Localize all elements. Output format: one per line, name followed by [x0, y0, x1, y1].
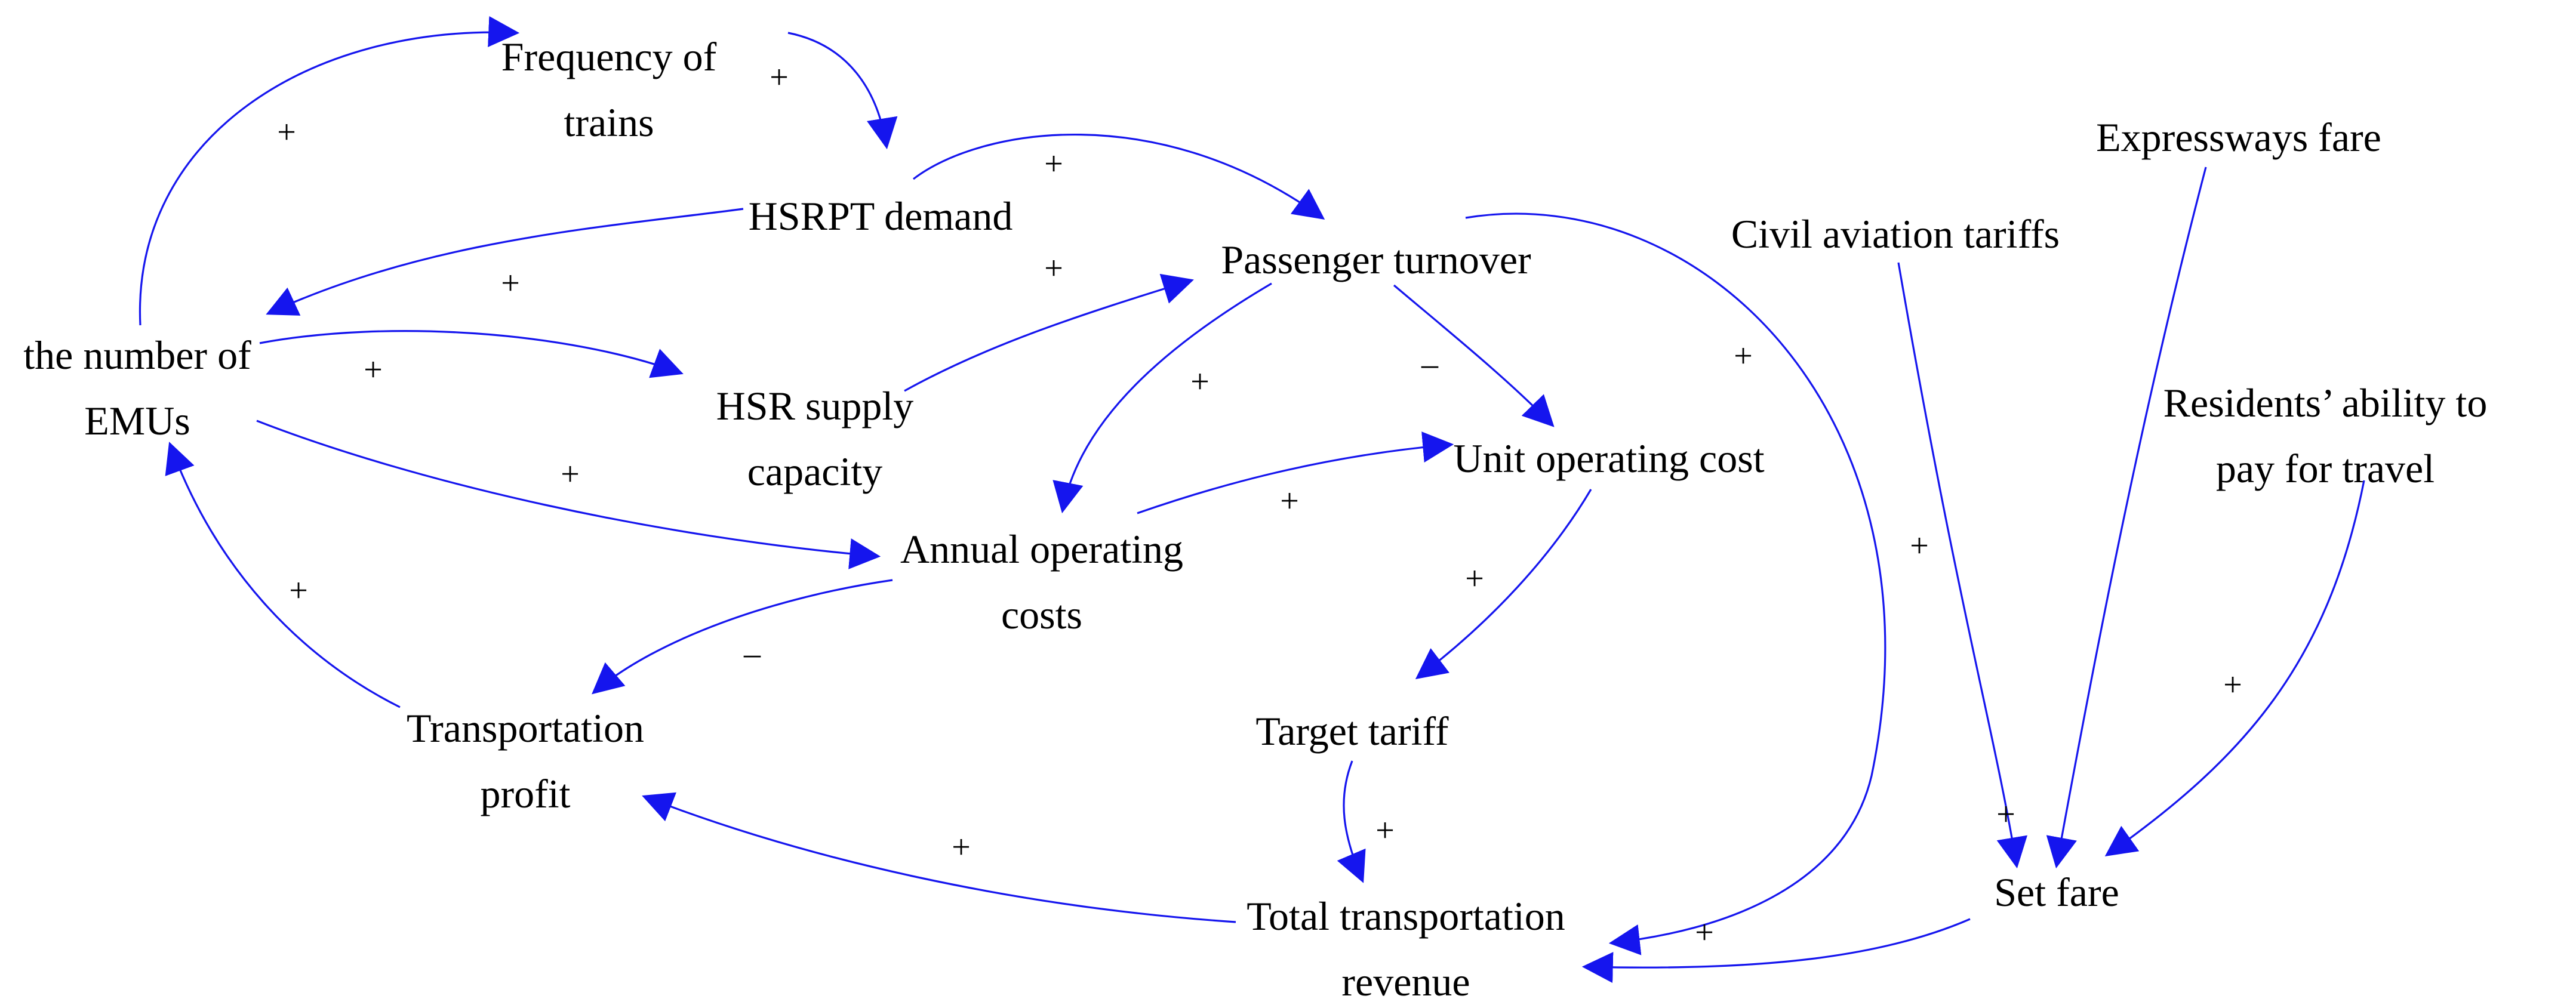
causal-links	[139, 16, 2365, 983]
variable-setfare: Set fare	[1994, 870, 2119, 915]
link-unitcost-to-target	[1415, 489, 1592, 680]
variable-label: profit	[480, 771, 570, 816]
variable-label: Residents’ ability to	[2163, 380, 2488, 426]
link-turnover-to-unitcost	[1393, 284, 1555, 427]
polarity-turnover-to-revenue: +	[1734, 338, 1753, 375]
polarity-residents-to-setfare: +	[2223, 667, 2242, 704]
polarity-annual-to-profit: –	[743, 635, 761, 672]
link-expressway-to-setfare	[2046, 167, 2207, 869]
variable-label: the number of	[23, 332, 251, 378]
link-emus-to-frequency	[139, 16, 520, 326]
link-target-to-revenue	[1337, 760, 1366, 883]
polarity-capacity-to-turnover: +	[1044, 250, 1063, 287]
variable-turnover: Passenger turnover	[1221, 237, 1531, 282]
link-turnover-to-revenue	[1465, 212, 1886, 955]
polarity-civil-to-setfare: +	[1910, 528, 1929, 565]
link-setfare-to-revenue	[1581, 918, 1971, 983]
polarity-turnover-to-annual: +	[1190, 363, 1209, 400]
polarity-emus-to-capacity: +	[364, 352, 383, 389]
link-residents-to-setfare	[2104, 480, 2365, 856]
polarity-turnover-to-unitcost: –	[1421, 346, 1439, 383]
polarity-setfare-to-revenue: +	[1695, 914, 1714, 951]
polarity-expressway-to-setfare: +	[1996, 796, 2015, 833]
variable-label: HSRPT demand	[749, 193, 1013, 239]
variable-residents: Residents’ ability to pay for travel	[2163, 380, 2488, 491]
polarity-unitcost-to-target: +	[1465, 560, 1484, 597]
variable-expressway: Expressways fare	[2096, 115, 2381, 160]
variable-label: Transportation	[407, 705, 644, 751]
link-demand-to-turnover	[913, 134, 1325, 220]
variable-label: revenue	[1341, 959, 1470, 1002]
variable-profit: Transportation profit	[407, 705, 644, 816]
polarity-target-to-revenue: +	[1375, 812, 1395, 849]
variable-label: costs	[1001, 592, 1082, 637]
polarity-annual-to-unitcost: +	[1280, 483, 1299, 520]
polarity-frequency-to-demand: +	[770, 59, 789, 96]
variable-label: Expressways fare	[2096, 115, 2381, 160]
variable-unitcost: Unit operating cost	[1453, 436, 1764, 481]
polarity-emus-to-annual: +	[561, 456, 580, 493]
link-emus-to-annual	[256, 420, 881, 569]
polarity-signs: + + + + + + + – + + + + – + + + + + + +	[277, 59, 2242, 951]
variable-revenue: Total transportation revenue	[1247, 893, 1565, 1002]
variable-demand: HSRPT demand	[749, 193, 1013, 239]
link-frequency-to-demand	[787, 32, 898, 150]
variable-label: trains	[564, 100, 654, 145]
link-capacity-to-turnover	[904, 273, 1194, 392]
link-annual-to-profit	[592, 579, 893, 695]
variable-label: EMUs	[84, 398, 190, 443]
variable-frequency: Frequency of trains	[501, 34, 717, 145]
variable-capacity: HSR supply capacity	[716, 383, 914, 494]
polarity-demand-to-emus: +	[501, 265, 520, 302]
variable-emus: the number of EMUs	[23, 332, 251, 443]
variable-label: Civil aviation tariffs	[1731, 211, 2060, 257]
link-civil-to-setfare	[1897, 262, 2028, 869]
variable-civil: Civil aviation tariffs	[1731, 211, 2060, 257]
variable-target: Target tariff	[1255, 708, 1448, 754]
link-turnover-to-annual	[1052, 282, 1272, 514]
variable-label: Annual operating	[900, 526, 1183, 572]
variable-annual: Annual operating costs	[900, 526, 1183, 637]
variable-label: Passenger turnover	[1221, 237, 1531, 282]
link-profit-to-emus	[165, 442, 401, 708]
polarity-emus-to-frequency: +	[277, 114, 296, 151]
polarity-revenue-to-profit: +	[952, 829, 971, 866]
variable-label: capacity	[747, 449, 883, 494]
variable-label: HSR supply	[716, 383, 914, 428]
variable-label: Set fare	[1994, 870, 2119, 915]
variable-label: pay for travel	[2216, 446, 2435, 491]
polarity-demand-to-turnover: +	[1044, 146, 1063, 183]
variable-label: Frequency of	[501, 34, 717, 79]
link-annual-to-unitcost	[1137, 431, 1454, 514]
polarity-profit-to-emus: +	[289, 572, 308, 609]
link-demand-to-emus	[266, 208, 744, 316]
variable-label: Unit operating cost	[1453, 436, 1764, 481]
variable-label: Total transportation	[1247, 893, 1565, 939]
link-emus-to-capacity	[259, 330, 684, 378]
variable-label: Target tariff	[1255, 708, 1448, 754]
link-revenue-to-profit	[642, 792, 1236, 923]
